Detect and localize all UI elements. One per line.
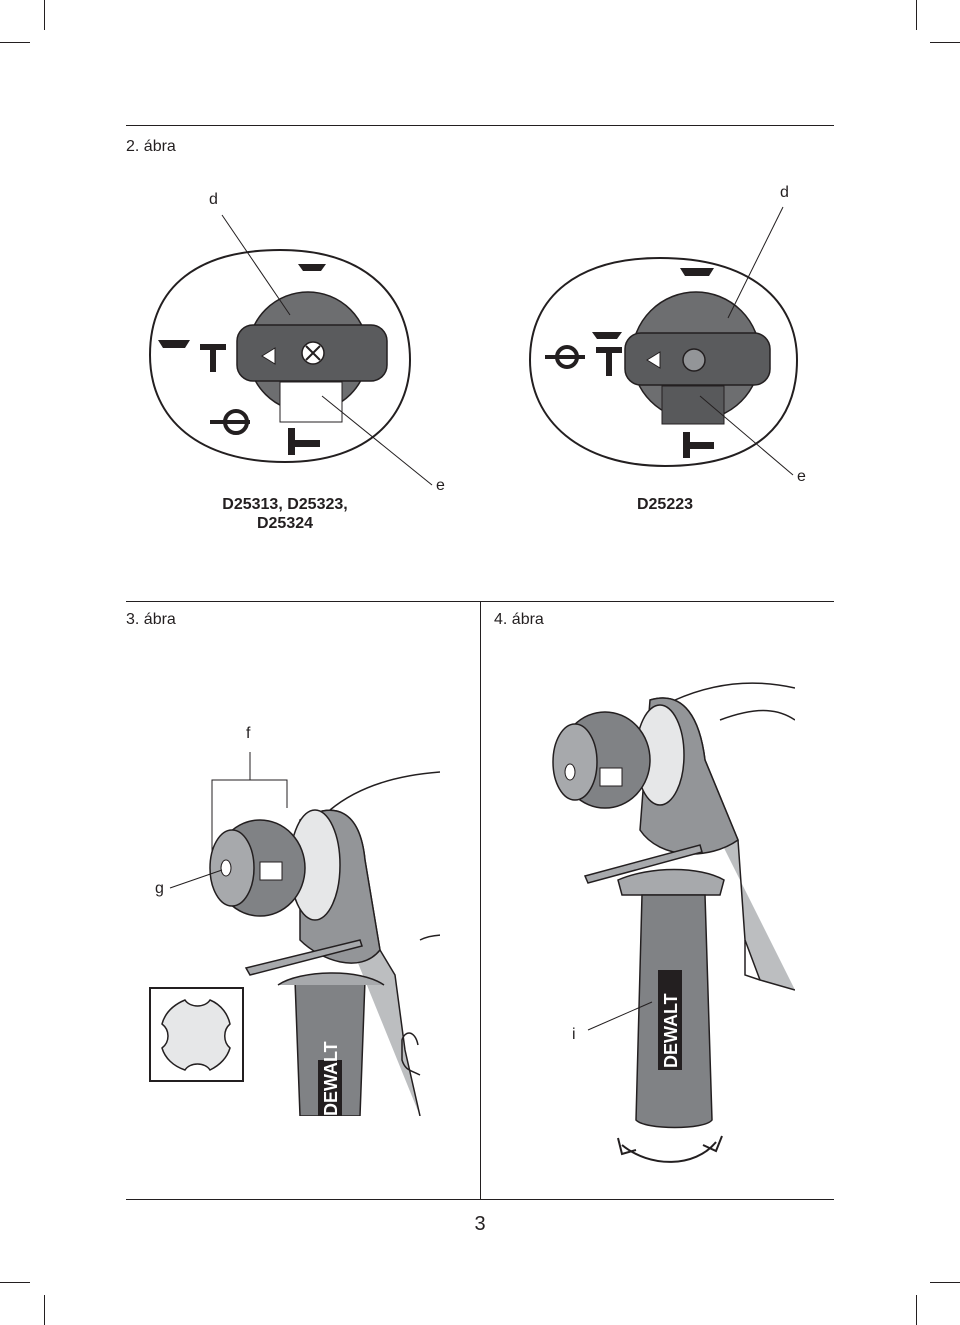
chuck-collar: [209, 819, 306, 917]
crop-mark: [930, 1282, 960, 1283]
hammer-icon: [596, 347, 714, 458]
selector-knob-dial: [624, 291, 771, 425]
model-line-2: D25324: [256, 515, 314, 532]
crop-mark: [930, 42, 960, 43]
page-number: 3: [474, 1213, 486, 1235]
fig2-title: 2. ábra: [126, 138, 176, 155]
bottom-rule: [126, 1199, 834, 1200]
model-line-1: D25313, D25323,: [222, 496, 348, 513]
callout-f: f: [246, 725, 251, 742]
callout-bracket: [211, 752, 288, 852]
model-label-left: D25313, D25323, D25324: [195, 495, 375, 533]
depth-rod: [244, 939, 363, 976]
callout-line: [727, 206, 784, 319]
crop-mark: [916, 0, 917, 30]
crop-mark: [44, 1295, 45, 1325]
callout-line: [587, 1001, 653, 1031]
callout-d-left: d: [209, 191, 218, 208]
handle-brand-text: DEWALT: [321, 1041, 341, 1116]
fig3-title: 3. ábra: [126, 611, 176, 628]
fig4-title: 4. ábra: [494, 611, 544, 628]
selector-knob-dial: [236, 291, 388, 423]
callout-i: i: [572, 1026, 576, 1043]
callout-g: g: [155, 880, 164, 897]
callout-e-right: e: [797, 468, 806, 485]
crop-mark: [916, 1295, 917, 1325]
crop-mark: [0, 42, 30, 43]
callout-e-left: e: [436, 477, 445, 494]
crop-mark: [0, 1282, 30, 1283]
tool-body-outline: [674, 682, 795, 721]
mode-selector-illustration-right: [528, 206, 799, 476]
handle-brand-text: DEWALT: [661, 993, 681, 1068]
chisel-rotate-icon: [210, 409, 250, 435]
column-divider: [480, 601, 481, 1199]
callout-line: [169, 869, 223, 889]
tool-body-outline: [329, 771, 440, 811]
hammer-icon: [200, 344, 320, 455]
drill-icon: [592, 268, 714, 339]
callout-line: [221, 214, 291, 316]
callout-line: [321, 395, 433, 486]
callout-d-right: d: [780, 184, 789, 201]
chisel-rotate-icon: [545, 345, 585, 369]
drill-icon: [158, 264, 326, 348]
model-label-right: D25223: [636, 496, 694, 513]
callout-line: [699, 395, 794, 476]
depth-rod: [583, 844, 703, 884]
bit-shank-detail: [149, 987, 244, 1082]
rotation-arrow-icon: [617, 1135, 723, 1163]
crop-mark: [44, 0, 45, 30]
chuck-collar: [552, 711, 651, 809]
mode-selector-illustration-left: [148, 214, 433, 486]
top-rule: [126, 125, 834, 126]
